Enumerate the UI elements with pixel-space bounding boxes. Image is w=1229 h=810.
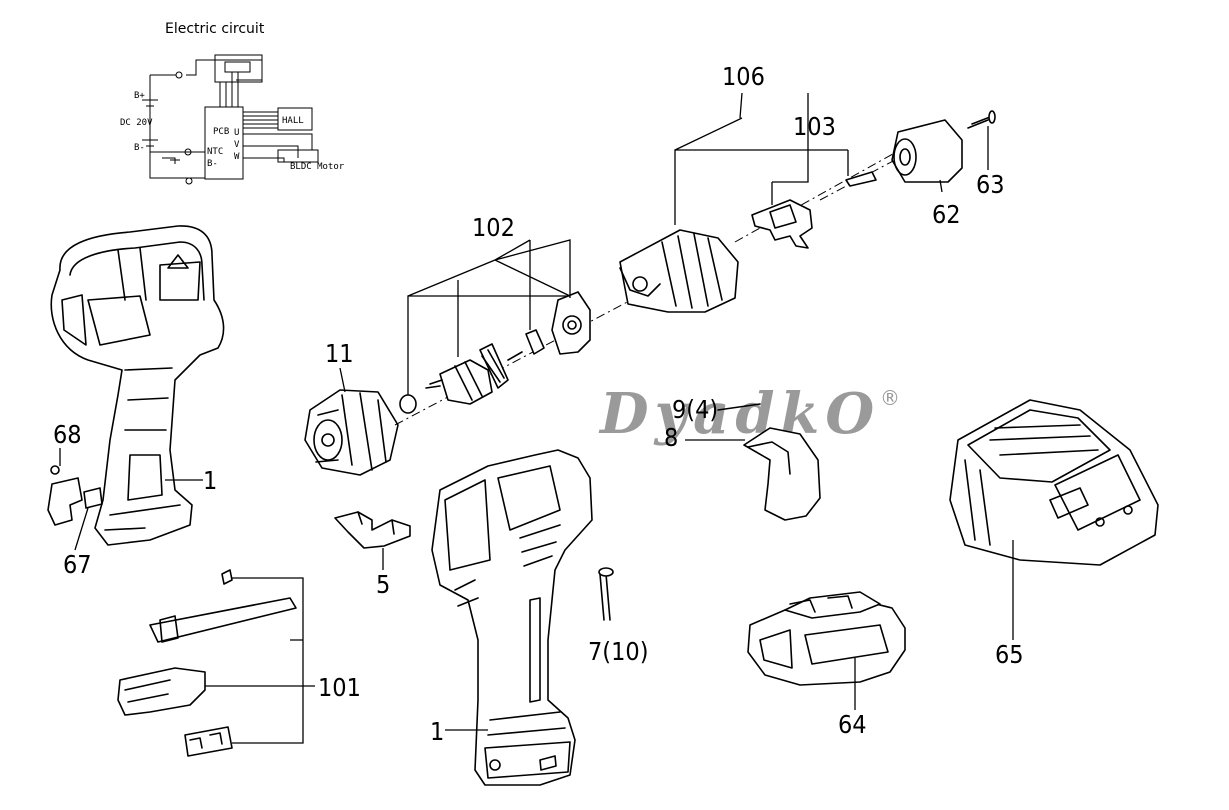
part-103-clutch	[751, 171, 877, 249]
circuit-bplus: B+	[134, 91, 145, 101]
circuit-motor: BLDC Motor	[290, 162, 345, 172]
callout-p11: 11	[325, 339, 354, 368]
part-64-battery	[747, 591, 906, 686]
part-102-rotor	[399, 291, 591, 414]
callout-p103: 103	[793, 112, 836, 141]
housing-left-half	[50, 225, 225, 546]
part-63-screw	[967, 110, 996, 129]
circuit-v: V	[234, 140, 240, 150]
callout-p1a: 1	[203, 466, 217, 495]
callout-p7: 7(10)	[588, 637, 648, 666]
part-11-stator	[304, 389, 399, 476]
electric-circuit: Electric circuit B+ DC 20V B- PCB NTC B-…	[120, 21, 345, 185]
circuit-title: Electric circuit	[165, 21, 265, 37]
callout-p62: 62	[932, 200, 961, 229]
callout-p102: 102	[472, 213, 515, 242]
circuit-w: W	[234, 152, 240, 162]
watermark-registered: ®	[880, 386, 900, 410]
circuit-ntc: NTC	[207, 147, 223, 157]
part-8-cover	[743, 427, 821, 521]
part-101-switch	[117, 569, 297, 757]
part-65-charger	[949, 399, 1159, 566]
callout-p63: 63	[976, 170, 1005, 199]
callout-p64: 64	[838, 710, 867, 739]
circuit-voltage: DC 20V	[120, 118, 153, 128]
part-62-chuck	[891, 119, 963, 183]
housing-right-half	[431, 449, 593, 786]
watermark: DyadkO	[598, 381, 880, 447]
circuit-bminus: B-	[134, 143, 145, 153]
callout-p106: 106	[722, 62, 765, 91]
callout-p67: 67	[63, 550, 92, 579]
callout-p1b: 1	[430, 717, 444, 746]
callout-p5: 5	[376, 570, 390, 599]
part-5-bracket	[334, 511, 411, 549]
callout-p65: 65	[995, 640, 1024, 669]
circuit-hall: HALL	[282, 116, 304, 126]
circuit-pcb: PCB	[213, 127, 229, 137]
part-67-clip	[47, 465, 103, 526]
part-106-gearbox	[619, 229, 739, 313]
circuit-bminus-pin: B-	[207, 159, 218, 169]
callout-p101: 101	[318, 673, 361, 702]
callout-p68: 68	[53, 420, 82, 449]
part-7-screw	[598, 567, 614, 621]
callout-p9: 9(4)	[672, 395, 718, 424]
callout-p8: 8	[664, 423, 678, 452]
circuit-u: U	[234, 128, 239, 138]
